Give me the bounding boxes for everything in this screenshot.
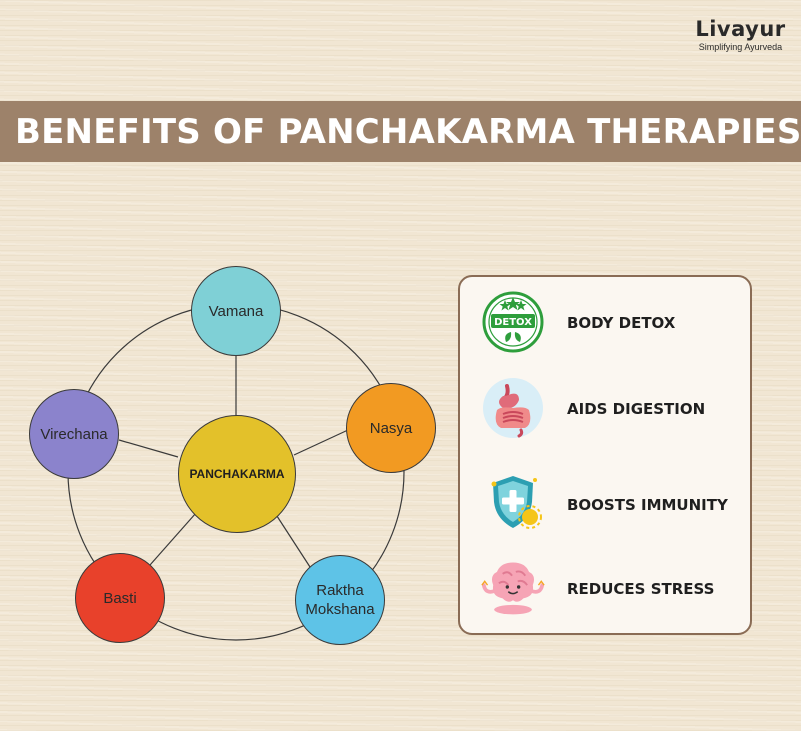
connector-nasya bbox=[293, 429, 349, 456]
benefit-boosts-immunity: BOOSTS IMMUNITY bbox=[460, 469, 750, 539]
brand-logo: Livayur Simplifying Ayurveda bbox=[688, 18, 793, 52]
benefit-label-reduces-stress: REDUCES STRESS bbox=[567, 580, 715, 598]
brand-tagline: Simplifying Ayurveda bbox=[698, 42, 783, 52]
page-title: BENEFITS OF PANCHAKARMA THERAPIES bbox=[15, 111, 801, 152]
connector-raktha bbox=[274, 512, 311, 568]
brand-name: Livayur bbox=[695, 17, 786, 41]
node-raktha-mokshana: Raktha Mokshana bbox=[295, 555, 385, 645]
benefit-body-detox: DETOX BODY DETOX bbox=[460, 289, 750, 359]
node-basti: Basti bbox=[75, 553, 165, 643]
benefit-label-boosts-immunity: BOOSTS IMMUNITY bbox=[567, 496, 728, 514]
detox-badge-text: DETOX bbox=[494, 317, 532, 328]
benefit-label-body-detox: BODY DETOX bbox=[567, 314, 676, 332]
benefit-aids-digestion: AIDS DIGESTION bbox=[460, 375, 750, 445]
digestive-system-icon bbox=[480, 375, 546, 441]
benefit-reduces-stress: REDUCES STRESS bbox=[460, 554, 750, 624]
connector-basti bbox=[149, 512, 197, 566]
connector-virechana bbox=[118, 439, 179, 458]
node-panchakarma: PANCHAKARMA bbox=[178, 415, 296, 533]
benefit-label-aids-digestion: AIDS DIGESTION bbox=[567, 400, 706, 418]
node-vamana: Vamana bbox=[191, 266, 281, 356]
detox-badge-icon: DETOX bbox=[480, 289, 546, 355]
immunity-shield-icon bbox=[480, 469, 546, 535]
node-nasya: Nasya bbox=[346, 383, 436, 473]
title-banner: BENEFITS OF PANCHAKARMA THERAPIES bbox=[0, 101, 801, 162]
node-virechana: Virechana bbox=[29, 389, 119, 479]
benefits-panel: DETOX BODY DETOX AIDS DIGESTION bbox=[458, 275, 752, 635]
meditating-brain-icon bbox=[480, 554, 546, 620]
